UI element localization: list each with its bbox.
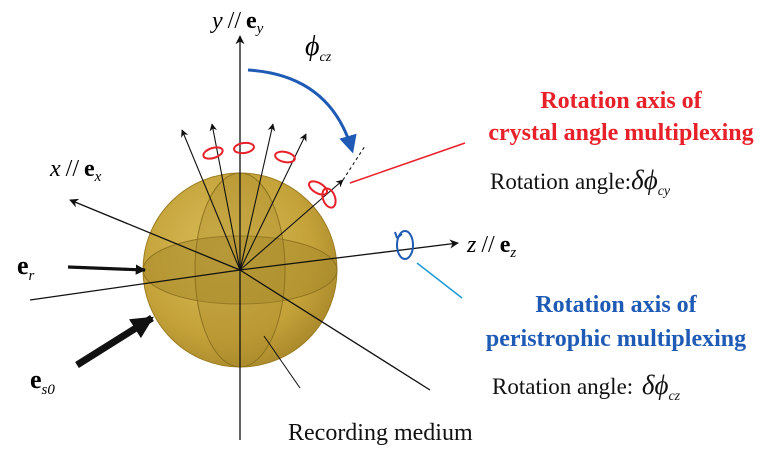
red-rotation-icon (274, 150, 296, 164)
red-rotation-icon (233, 141, 255, 155)
red-rotation-icon (321, 187, 337, 209)
x-axis (69, 198, 241, 271)
blue-rotation-icon (396, 230, 414, 260)
peristrophic-rotation-icon (394, 230, 414, 260)
peristrophic-title-line1: Rotation axis of (535, 292, 697, 318)
red-rotation-icon (202, 146, 224, 160)
es0-label: es0 (30, 365, 55, 398)
crystal-rotation-markers (202, 141, 337, 209)
vector-1 (181, 129, 241, 271)
y-axis-label: y//ey (210, 8, 264, 37)
z-axis (239, 239, 459, 271)
medium-leader-line (263, 335, 301, 389)
blue-rotation-arrowhead (394, 231, 403, 239)
crystal-title-line1: Rotation axis of (540, 88, 702, 114)
vector-2 (209, 123, 241, 271)
coordinate-axes (29, 35, 459, 440)
er-label: er (17, 251, 35, 284)
crystal-axis-pointer (349, 142, 466, 184)
phi-arc-arrow (247, 68, 357, 154)
x-axis-label: x//ex (49, 156, 102, 185)
recording-medium-label: Recording medium (288, 420, 473, 446)
crystal-rotation-angle: Rotation angle:δϕcy (490, 165, 671, 199)
vector-3 (239, 123, 276, 271)
er-beam-arrow (67, 264, 147, 275)
es0-beam-arrow (75, 315, 154, 368)
rotation-axis-dashed (342, 145, 366, 181)
x-axis-negative (239, 269, 431, 391)
peristrophic-axis-pointer (416, 262, 463, 299)
peristrophic-rotation-angle: Rotation angle: δϕcz (492, 370, 681, 404)
peristrophic-title-line2: peristrophic multiplexing (486, 326, 746, 352)
crystal-title-line2: crystal angle multiplexing (488, 120, 753, 146)
red-rotation-icon (307, 180, 329, 196)
z-axis-negative (29, 269, 241, 301)
phi-cz-label: ϕcz (305, 31, 332, 65)
z-axis-label: z//ez (466, 232, 516, 261)
